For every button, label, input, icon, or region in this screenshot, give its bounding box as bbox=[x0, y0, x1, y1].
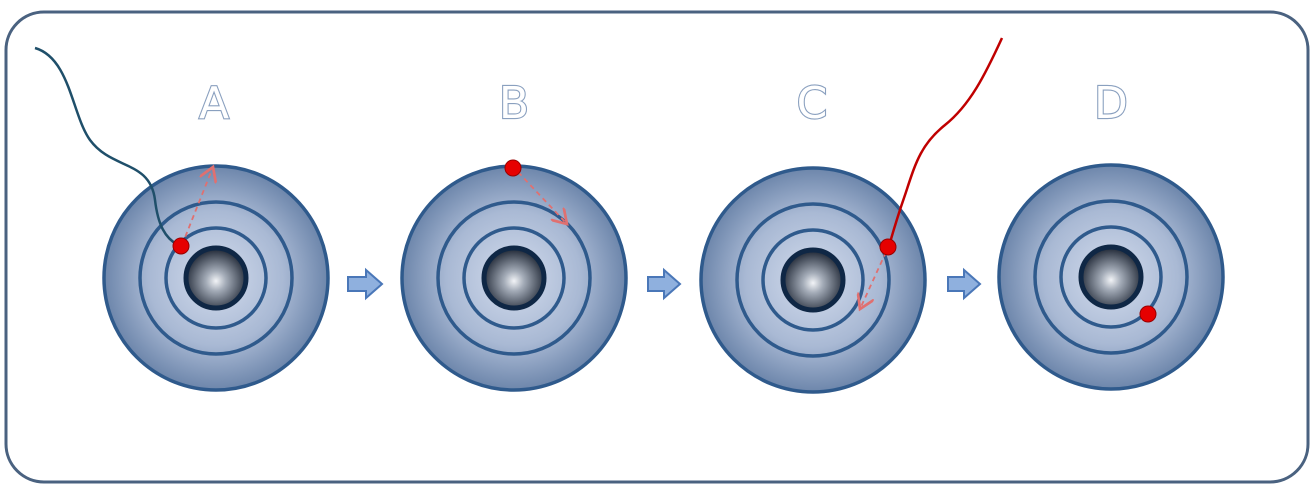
atom-a-electron-icon bbox=[173, 238, 189, 254]
panel-label-c: C bbox=[797, 78, 828, 129]
panel-label-d: D bbox=[1094, 78, 1128, 129]
atom-d bbox=[999, 165, 1223, 389]
atom-c-nucleus bbox=[783, 250, 843, 310]
atom-d-nucleus bbox=[1081, 247, 1141, 307]
atom-b-electron-icon bbox=[505, 160, 521, 176]
atom-b-nucleus bbox=[484, 248, 544, 308]
atom-c-electron-icon bbox=[880, 239, 896, 255]
atom-c bbox=[701, 168, 925, 392]
atom-d-electron-icon bbox=[1140, 306, 1156, 322]
panel-label-a: A bbox=[199, 78, 229, 129]
panel-label-b: B bbox=[499, 78, 529, 129]
atom-a-nucleus bbox=[186, 248, 246, 308]
atom-a bbox=[104, 166, 328, 390]
atom-b bbox=[402, 166, 626, 390]
